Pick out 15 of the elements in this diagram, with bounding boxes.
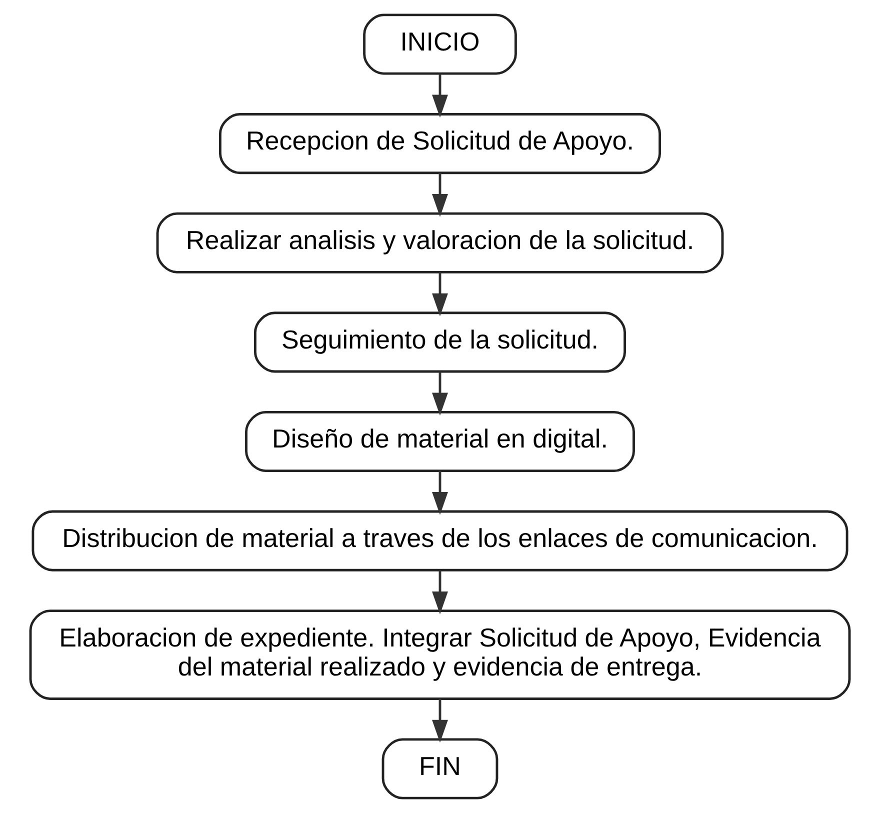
node-box: Distribucion de material a traves de los enlaces de comunicacion. bbox=[32, 510, 848, 572]
arrow bbox=[432, 698, 448, 743]
arrow bbox=[432, 570, 448, 614]
node-box: Recepcion de Solicitud de Apoyo. bbox=[218, 113, 662, 174]
node-box: FIN bbox=[382, 738, 498, 800]
arrow bbox=[432, 372, 448, 416]
arrow bbox=[432, 172, 448, 217]
node-box: Seguimiento de la solicitud. bbox=[254, 312, 626, 373]
node-box: INICIO bbox=[363, 14, 517, 75]
arrow bbox=[432, 74, 448, 118]
arrow bbox=[432, 272, 448, 316]
arrow bbox=[432, 470, 448, 515]
node-box: Diseño de material en digital. bbox=[245, 410, 635, 472]
node-box: Elaboracion de expediente. Integrar Solicitud de Apoyo, Evidencia del material realizado y evidencia de entrega. bbox=[29, 610, 851, 700]
node-box: Realizar analisis y valoracion de la solicitud. bbox=[156, 212, 724, 274]
